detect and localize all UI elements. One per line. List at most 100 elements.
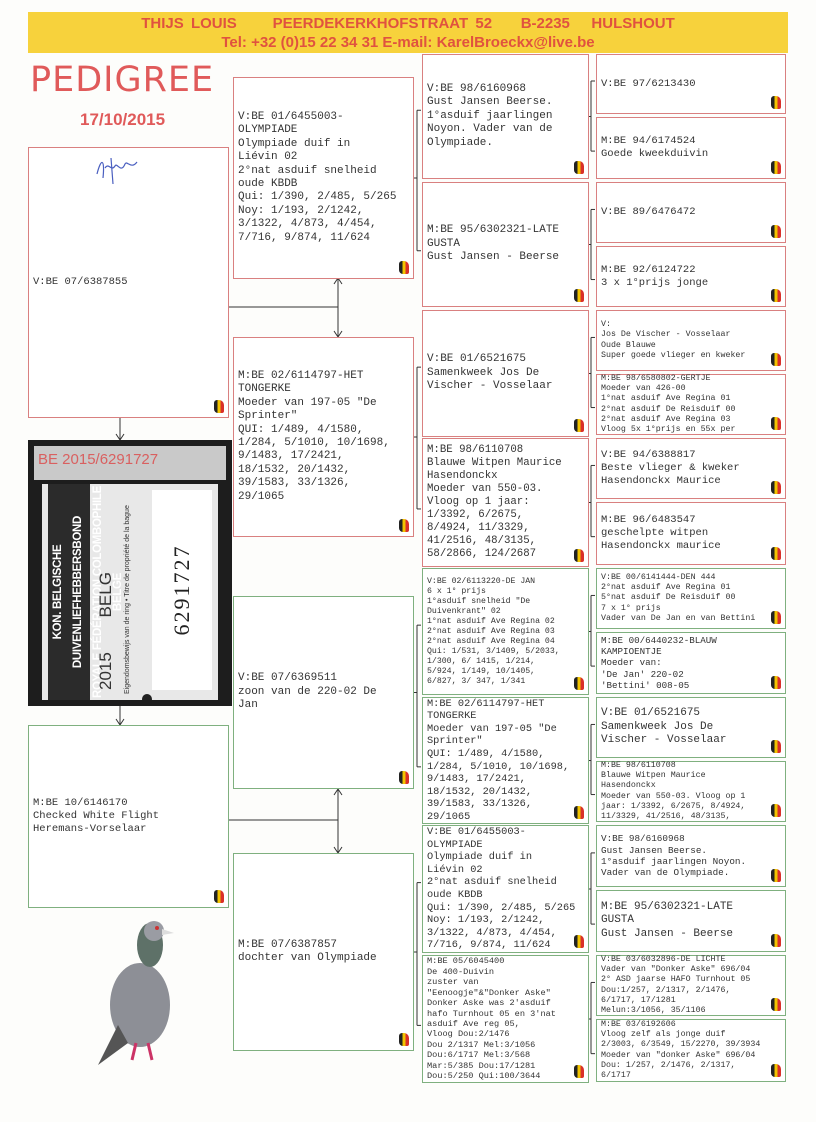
belgian-flag-icon bbox=[771, 1064, 781, 1077]
pigeon-photo bbox=[98, 921, 174, 1065]
ring-card-serial: 6291727 bbox=[152, 490, 212, 690]
belgian-flag-icon bbox=[771, 353, 781, 366]
belgian-flag-icon bbox=[574, 806, 584, 819]
belgian-flag-icon bbox=[771, 547, 781, 560]
ancestor-gen4-info: V:BE 98/6160968 Gust Jansen Beerse. 1°as… bbox=[601, 833, 747, 879]
belgian-flag-icon bbox=[771, 161, 781, 174]
ancestor-gen3-info: M:BE 05/6045400 De 400-Duivin zuster van… bbox=[427, 956, 556, 1082]
belgian-flag-icon bbox=[399, 519, 409, 532]
ring-card-year: 2015 bbox=[96, 652, 115, 690]
ancestor-gen4-box: M:BE 00/6440232-BLAUW KAMPIOENTJE Moeder… bbox=[596, 632, 786, 694]
pedigree-date: 17/10/2015 bbox=[80, 110, 166, 129]
ancestor-gen4-box: M:BE 94/6174524 Goede kweekduivin bbox=[596, 117, 786, 179]
ancestor-gen4-box: M:BE 03/6192606 Vloog zelf als jonge dui… bbox=[596, 1019, 786, 1082]
belgian-flag-icon bbox=[771, 869, 781, 882]
ancestor-gen2-box: M:BE 02/6114797-HET TONGERKE Moeder van … bbox=[233, 337, 414, 537]
ancestor-gen2-box: V:BE 07/6369511 zoon van de 220-02 De Ja… bbox=[233, 596, 414, 789]
subject-box: V:BE 07/6387855 bbox=[28, 147, 229, 418]
ancestor-gen3-info: V:BE 02/6113220-DE JAN 6 x 1° prijs 1°as… bbox=[427, 576, 560, 686]
ring-card-number: BE 2015/6291727 bbox=[38, 451, 159, 468]
ancestor-gen2-info: V:BE 01/6455003- OLYMPIADE Olympiade dui… bbox=[238, 110, 397, 244]
ancestor-gen3-box: M:BE 95/6302321-LATE GUSTA Gust Jansen -… bbox=[422, 182, 589, 307]
ancestor-gen4-info: M:BE 03/6192606 Vloog zelf als jonge dui… bbox=[601, 1020, 761, 1080]
ancestor-gen2-info: M:BE 02/6114797-HET TONGERKE Moeder van … bbox=[238, 369, 390, 503]
ancestor-gen2-info: V:BE 07/6369511 zoon van de 220-02 De Ja… bbox=[238, 672, 377, 712]
ancestor-gen2-box: M:BE 07/6387857 dochter van Olympiade bbox=[233, 853, 414, 1051]
ancestor-gen4-info: V:BE 89/6476472 bbox=[601, 206, 696, 219]
ancestor-gen4-box: V:BE 03/6032896-DE LICHTE Vader van "Don… bbox=[596, 955, 786, 1016]
ancestor-gen4-box: V:BE 01/6521675 Samenkweek Jos De Vische… bbox=[596, 697, 786, 758]
ancestor-gen4-box: M:BE 98/6110708 Blauwe Witpen Maurice Ha… bbox=[596, 761, 786, 822]
ancestor-gen4-box: V:BE 97/6213430 bbox=[596, 54, 786, 114]
belgian-flag-icon bbox=[574, 677, 584, 690]
ancestor-gen4-box: V:BE 98/6160968 Gust Jansen Beerse. 1°as… bbox=[596, 825, 786, 887]
ancestor-gen4-box: V:BE 94/6388817 Beste vlieger & kweker H… bbox=[596, 438, 786, 499]
ancestor-gen3-info: V:BE 98/6160968 Gust Jansen Beerse. 1°as… bbox=[427, 82, 553, 149]
header-banner: THIJS LOUIS PEERDEKERKHOFSTRAAT 52 B-223… bbox=[28, 12, 788, 53]
ancestor-gen4-info: M:BE 98/6110708 Blauwe Witpen Maurice Ha… bbox=[601, 761, 746, 821]
ancestor-gen4-info: V:BE 03/6032896-DE LICHTE Vader van "Don… bbox=[601, 955, 751, 1015]
belgian-flag-icon bbox=[771, 804, 781, 817]
ancestor-gen4-box: V:BE 89/6476472 bbox=[596, 182, 786, 243]
belgian-flag-icon bbox=[771, 998, 781, 1011]
ancestor-gen3-info: M:BE 02/6114797-HET TONGERKE Moeder van … bbox=[427, 697, 570, 823]
belgian-flag-icon bbox=[771, 934, 781, 947]
ancestor-gen3-box: V:BE 01/6455003- OLYMPIADE Olympiade dui… bbox=[422, 825, 589, 953]
belgian-flag-icon bbox=[771, 289, 781, 302]
belgian-flag-icon bbox=[214, 400, 224, 413]
ring-card-org-nl: KON. BELGISCHE DUIVENLIEFHEBBERSBOND bbox=[52, 515, 84, 669]
ancestor-gen3-box: M:BE 98/6110708 Blauwe Witpen Maurice Ha… bbox=[422, 438, 589, 567]
ancestor-gen3-box: V:BE 02/6113220-DE JAN 6 x 1° prijs 1°as… bbox=[422, 568, 589, 695]
belgian-flag-icon bbox=[771, 417, 781, 430]
belgian-flag-icon bbox=[771, 481, 781, 494]
ring-card-hole bbox=[142, 694, 152, 700]
belgian-flag-icon bbox=[771, 611, 781, 624]
ancestor-gen4-box: V: Jos De Vischer - Vosselaar Oude Blauw… bbox=[596, 310, 786, 371]
belgian-flag-icon bbox=[214, 890, 224, 903]
ancestor-gen4-box: V:BE 00/6141444-DEN 444 2°nat asduif Ave… bbox=[596, 568, 786, 629]
ring-card-ownership: Eigendomsbewijs van de ring • Titre de p… bbox=[124, 505, 131, 694]
belgian-flag-icon bbox=[574, 1065, 584, 1078]
ancestor-gen3-box: V:BE 98/6160968 Gust Jansen Beerse. 1°as… bbox=[422, 54, 589, 179]
belgian-flag-icon bbox=[399, 261, 409, 274]
ancestor-gen3-box: M:BE 02/6114797-HET TONGERKE Moeder van … bbox=[422, 697, 589, 824]
ancestor-gen3-info: M:BE 98/6110708 Blauwe Witpen Maurice Ha… bbox=[427, 443, 562, 561]
ancestor-gen3-info: M:BE 95/6302321-LATE GUSTA Gust Jansen -… bbox=[427, 224, 560, 264]
ancestor-gen3-box: V:BE 01/6521675 Samenkweek Jos De Vische… bbox=[422, 310, 589, 437]
arrow-icon bbox=[333, 788, 343, 796]
page-title: PEDIGREE bbox=[30, 60, 215, 100]
belgian-flag-icon bbox=[771, 740, 781, 753]
belgian-flag-icon bbox=[399, 771, 409, 784]
ancestor-gen4-box: M:BE 96/6483547 geschelpte witpen Hasend… bbox=[596, 502, 786, 565]
ancestor-gen4-info: M:BE 92/6124722 3 x 1°prijs jonge bbox=[601, 263, 709, 289]
ancestor-gen4-info: V:BE 97/6213430 bbox=[601, 77, 696, 90]
ancestor-gen4-info: M:BE 94/6174524 Goede kweekduivin bbox=[601, 135, 709, 160]
ancestor-gen4-info: V:BE 94/6388817 Beste vlieger & kweker H… bbox=[601, 449, 740, 487]
belgian-flag-icon bbox=[771, 225, 781, 238]
belgian-flag-icon bbox=[574, 935, 584, 948]
ancestor-gen3-box: M:BE 05/6045400 De 400-Duivin zuster van… bbox=[422, 955, 589, 1083]
signature-icon bbox=[96, 157, 138, 185]
header-contact: Tel: +32 (0)15 22 34 31 E-mail: KarelBro… bbox=[221, 34, 595, 51]
belgian-flag-icon bbox=[574, 161, 584, 174]
ancestor-gen4-info: V:BE 01/6521675 Samenkweek Jos De Vische… bbox=[601, 707, 727, 747]
belgian-flag-icon bbox=[574, 549, 584, 562]
ancestor-gen4-info: M:BE 00/6440232-BLAUW KAMPIOENTJE Moeder… bbox=[601, 634, 717, 691]
ancestor-gen4-box: M:BE 92/6124722 3 x 1°prijs jonge bbox=[596, 246, 786, 307]
ring-card-country: BELG bbox=[96, 572, 115, 618]
belgian-flag-icon bbox=[574, 289, 584, 302]
ancestor-gen4-info: V: Jos De Vischer - Vosselaar Oude Blauw… bbox=[601, 320, 746, 360]
ring-card: BE 2015/6291727 KON. BELGISCHE DUIVENLIE… bbox=[28, 440, 232, 706]
ancestor-gen4-info: V:BE 00/6141444-DEN 444 2°nat asduif Ave… bbox=[601, 573, 756, 623]
ancestor-gen4-box: M:BE 95/6302321-LATE GUSTA Gust Jansen -… bbox=[596, 890, 786, 952]
ancestor-gen3-info: V:BE 01/6455003- OLYMPIADE Olympiade dui… bbox=[427, 826, 576, 952]
belgian-flag-icon bbox=[771, 96, 781, 109]
ancestor-gen4-box: M:BE 98/6580802-GERTJE Moeder van 426-00… bbox=[596, 374, 786, 435]
ancestor-gen2-box: V:BE 01/6455003- OLYMPIADE Olympiade dui… bbox=[233, 77, 414, 279]
ancestor-gen4-info: M:BE 95/6302321-LATE GUSTA Gust Jansen -… bbox=[601, 900, 734, 940]
ancestor-gen3-info: V:BE 01/6521675 Samenkweek Jos De Vische… bbox=[427, 353, 553, 393]
header-owner-address: THIJS LOUIS PEERDEKERKHOFSTRAAT 52 B-223… bbox=[141, 15, 675, 32]
dam-info: M:BE 10/6146170 Checked White Flight Her… bbox=[33, 797, 160, 835]
